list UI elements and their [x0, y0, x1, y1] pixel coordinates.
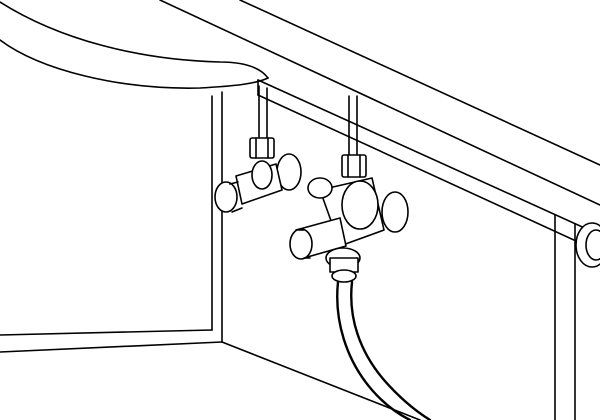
hose	[336, 280, 432, 420]
left-angle-valve	[214, 85, 302, 213]
appliance-knob	[575, 222, 600, 268]
cabinet	[0, 91, 576, 420]
sink-bowl	[0, 1, 269, 89]
countertop	[159, 0, 600, 253]
right-combination-valve	[289, 95, 409, 283]
